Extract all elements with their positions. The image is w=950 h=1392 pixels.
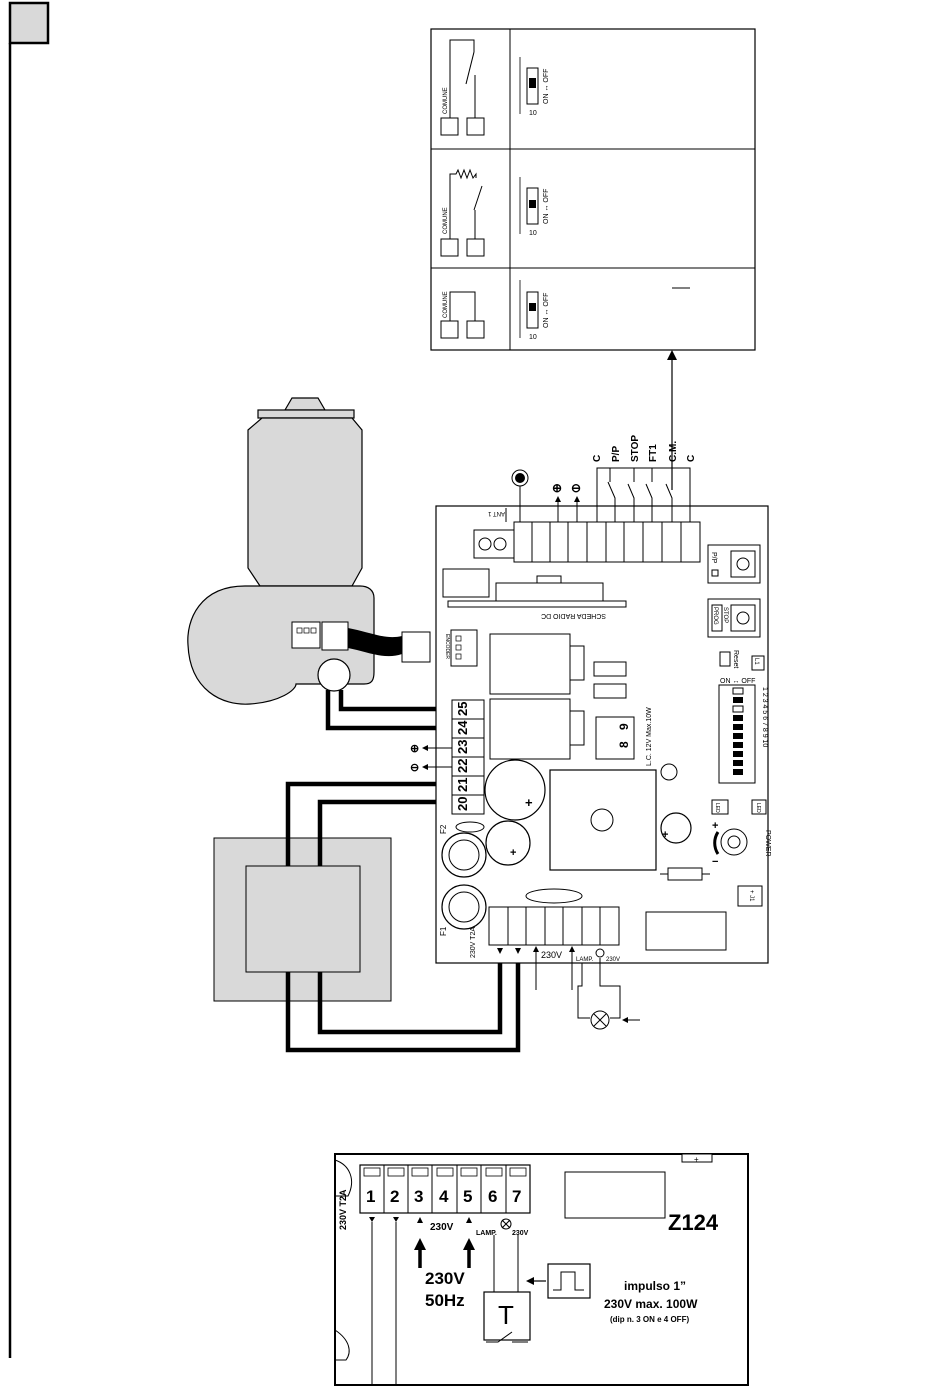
f1-label: F1	[439, 926, 448, 936]
detail-lamp-230v: 230V	[512, 1230, 529, 1237]
svg-text:+: +	[662, 829, 668, 841]
terminal-8: 8	[617, 741, 631, 748]
terminal-20: 20	[455, 797, 470, 811]
detail-terminal-4: 4	[439, 1187, 449, 1206]
led-label-2: LED	[755, 803, 761, 813]
supply-arrows	[497, 946, 640, 1030]
terminal-label-c: C	[592, 455, 603, 462]
switch-row-3: COMUNE ON ↔ OFF 10	[440, 280, 690, 341]
svg-text:−: −	[712, 856, 718, 868]
power-trimmer: + − POWER LED LED	[711, 799, 771, 868]
dip-label: ON ↔ OFF	[543, 69, 550, 104]
terminal-25: 25	[455, 702, 470, 716]
gear-motor	[187, 397, 431, 705]
pp-button: P/P	[707, 544, 761, 584]
svg-text:+: +	[510, 847, 516, 859]
detail-terminal-2: 2	[390, 1187, 399, 1206]
terminal-detail: + 1 2 3 4 5 6 7 230V T2A 230V LAMP. 230V…	[334, 1153, 749, 1386]
transformer	[213, 837, 392, 1002]
dip-label: ON ↔ OFF	[543, 189, 550, 224]
supply-frequency: 50Hz	[425, 1291, 465, 1310]
terminal-label-pp: P/P	[611, 446, 622, 462]
dip-numbers: 1 2 3 4 5 6 7 8 9 10	[761, 687, 768, 747]
svg-text:+: +	[712, 820, 718, 832]
bottom-230v: 230V	[541, 950, 562, 960]
detail-terminal-1: 1	[366, 1187, 375, 1206]
terminal-24: 24	[455, 720, 470, 735]
lamp-230v: 230V	[606, 957, 620, 963]
terminal-9: 9	[617, 723, 631, 730]
switch-config-table: COMUNE ON ↔ OFF 10 COMUNE ON ↔ OFF 10	[430, 28, 756, 351]
terminal-label-c2: C	[686, 455, 697, 462]
pp-label: P/P	[710, 552, 717, 564]
detail-terminal-7: 7	[512, 1187, 521, 1206]
impulse-line-3: (dip n. 3 ON e 4 OFF)	[610, 1315, 689, 1324]
terminal-22: 22	[455, 759, 470, 773]
detail-terminal-5: 5	[463, 1187, 472, 1206]
t2a-label: 230V T2A	[470, 927, 477, 958]
fuses: F2 F1 230V T2A	[439, 821, 487, 958]
dip-number: 10	[529, 230, 537, 237]
encoder-label: ENCODER	[444, 634, 450, 659]
l1-label: L1	[753, 658, 759, 665]
model-label: Z124	[668, 1210, 719, 1235]
encoder-connector: ENCODER	[444, 629, 478, 667]
dip-number: 10	[529, 334, 537, 341]
switch-row-2: COMUNE ON ↔ OFF 10	[440, 168, 550, 257]
svg-text:+: +	[694, 1155, 699, 1164]
terminal-21: 21	[455, 778, 470, 792]
detail-230v-label: 230V	[430, 1222, 454, 1233]
reset-label: Reset	[732, 650, 739, 668]
light-terminal: 8 9 L.C. 12V Max.10W	[595, 707, 653, 766]
detail-terminal-3: 3	[414, 1187, 423, 1206]
motor-terminal-block: 25 24 23 22 21 20	[451, 699, 485, 815]
page-corner-marker	[8, 1, 50, 1358]
lamp-rating: L.C. 12V Max.10W	[646, 707, 653, 766]
control-board: ANT 1 ⊕ ⊖	[410, 435, 771, 964]
dip-switch-bank: ON ↔ OFF 1 2 3 4 5 6 7 8 9 10	[718, 678, 768, 784]
prog-label: PROG	[712, 607, 718, 625]
antenna-connector: ANT 1	[473, 469, 529, 559]
f2-label: F2	[439, 824, 448, 834]
terminal-label-ft1: FT1	[648, 444, 659, 462]
plus-symbol-2: ⊕	[410, 743, 419, 755]
minus-symbol: ⊖	[571, 481, 581, 495]
input-contacts	[596, 467, 691, 522]
dip-number: 10	[529, 110, 537, 117]
supply-voltage: 230V	[425, 1269, 465, 1288]
stop-label: STOP	[722, 607, 728, 623]
common-label: COMUNE	[443, 291, 449, 318]
minus-symbol-2: ⊖	[410, 762, 419, 774]
impulse-line-1: impulso 1”	[624, 1279, 686, 1293]
radio-card-label: SCHEDA RADIO DC	[541, 612, 606, 619]
plus-symbol: ⊕	[552, 481, 562, 495]
detail-side-label: 230V T2A	[338, 1189, 348, 1230]
dip-label: ON ↔ OFF	[543, 293, 550, 328]
led-label-1: LED	[714, 803, 720, 813]
power-label: POWER	[764, 830, 771, 856]
svg-text:+: +	[525, 795, 533, 810]
switch-row-1: COMUNE ON ↔ OFF 10	[440, 39, 550, 136]
terminal-label-stop: STOP	[630, 435, 641, 462]
radio-card-slot: SCHEDA RADIO DC	[442, 568, 627, 619]
impulse-line-2: 230V max. 100W	[604, 1297, 698, 1311]
timer-label: T	[498, 1300, 514, 1330]
terminal-label-cm: C.M.	[668, 441, 679, 462]
common-label: COMUNE	[443, 87, 449, 114]
lamp-label: LAMP.	[576, 957, 594, 963]
dip-header: ON ↔ OFF	[720, 678, 755, 685]
terminal-23: 23	[455, 740, 470, 754]
prog-button: PROG STOP	[707, 598, 761, 638]
detail-terminal-6: 6	[488, 1187, 497, 1206]
common-label: COMUNE	[443, 207, 449, 234]
j1-label: + J1	[748, 890, 754, 902]
detail-lamp-label: LAMP.	[476, 1230, 497, 1237]
antenna-label: ANT 1	[487, 510, 505, 516]
top-terminal-block	[513, 521, 701, 563]
power-terminal-block: 230V LAMP. 230V	[488, 888, 727, 963]
